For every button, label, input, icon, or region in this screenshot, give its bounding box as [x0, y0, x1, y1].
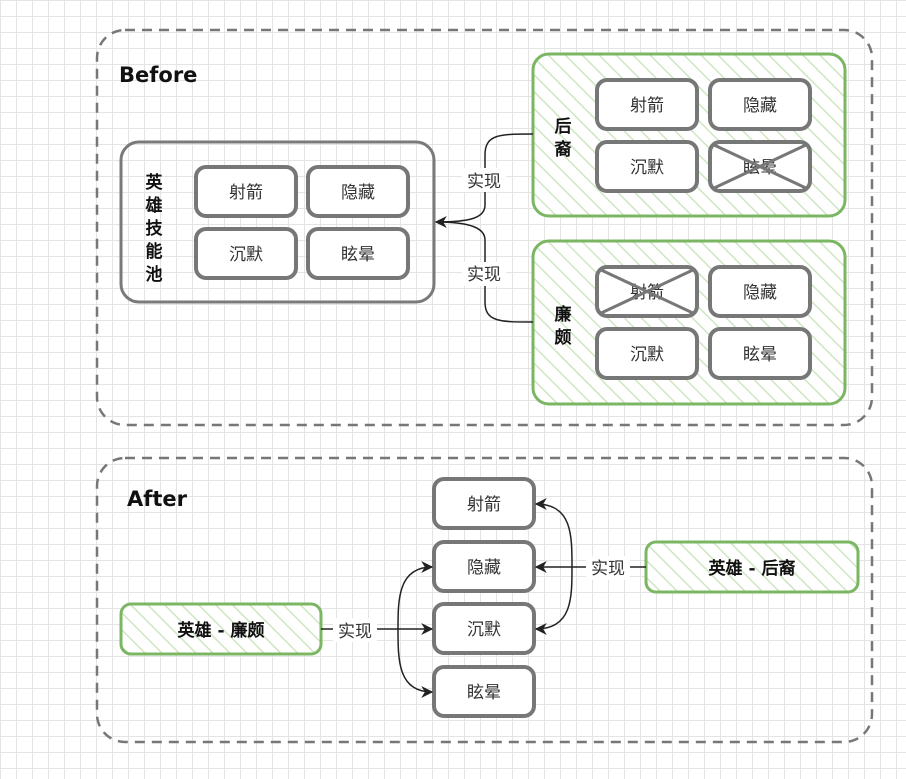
- skill-label: 沉默: [630, 345, 664, 365]
- implements-connector-bottom: [435, 221, 534, 323]
- hero-skill-pool-label: 英: [146, 172, 164, 193]
- skill-label: 沉默: [229, 245, 263, 265]
- implements-label-left: 实现: [338, 622, 372, 642]
- hero-skill-pool-label: 能: [146, 241, 163, 262]
- connector-houyi-silence: [534, 566, 573, 635]
- hero-houyi-before: 后 裔 射箭 隐藏 沉默 眩晕: [531, 52, 847, 218]
- skill-label: 射箭: [229, 183, 263, 203]
- skill-box-stealth: [306, 165, 410, 218]
- skill-label: 隐藏: [743, 96, 777, 116]
- cross-out-mark: [711, 142, 809, 191]
- hero-skill-pool-label: 技: [146, 218, 164, 239]
- implements-label-bottom: 实现: [467, 265, 501, 285]
- hero-skill-pool: 英 雄 技 能 池 射箭 隐藏 沉默 眩晕: [119, 140, 436, 304]
- skill-box-silence: [432, 602, 536, 655]
- before-label: Before: [119, 63, 197, 87]
- hero-lianpo-label: 英雄 - 廉颇: [178, 620, 265, 641]
- skill-box-archery: [432, 477, 536, 530]
- lianpo-label: 廉: [555, 304, 572, 325]
- implements-connector-top: [434, 133, 534, 228]
- hero-skill-pool-label: 雄: [145, 195, 163, 216]
- skill-label: 沉默: [630, 158, 664, 178]
- implements-label-top: 实现: [467, 172, 501, 192]
- connector-houyi-archery: [534, 498, 573, 568]
- skill-box-silence: [595, 327, 699, 380]
- skill-box-archery: [194, 165, 298, 218]
- skill-label: 眩晕: [467, 683, 501, 703]
- houyi-label: 裔: [554, 139, 572, 160]
- hero-skill-pool-box: [119, 140, 436, 304]
- hero-lianpo-before: 廉 颇 射箭 隐藏 沉默 眩晕: [531, 239, 847, 406]
- before-section: Before 英 雄 技 能 池 射箭 隐藏 沉默 眩晕 后 裔 射箭 隐: [95, 28, 874, 427]
- connector-lianpo-stealth: [397, 561, 434, 630]
- skill-box-stealth: [708, 78, 812, 131]
- skill-box-stealth: [708, 265, 812, 318]
- skill-label: 隐藏: [341, 183, 375, 203]
- skill-box-stealth: [432, 540, 536, 593]
- houyi-label: 后: [555, 117, 572, 137]
- skill-label: 沉默: [467, 620, 501, 640]
- implements-label-bg: [462, 168, 506, 192]
- implements-label-right: 实现: [591, 559, 625, 579]
- skill-box-stun: [306, 227, 410, 280]
- after-section: After 射箭 隐藏 沉默 眩晕 英雄 - 廉颇 英雄 - 后裔 实现 实现: [95, 456, 874, 744]
- lianpo-label: 颇: [555, 327, 572, 348]
- after-section-border: [95, 456, 874, 744]
- implements-label-bg: [462, 262, 506, 286]
- skill-box-archery: [595, 78, 699, 131]
- skill-label: 隐藏: [743, 283, 777, 303]
- skill-box-silence: [194, 227, 298, 280]
- skill-label: 眩晕: [341, 245, 375, 265]
- cross-out-mark: [598, 267, 696, 316]
- skill-label: 隐藏: [467, 558, 501, 578]
- implements-label-bg: [333, 618, 377, 642]
- skill-label: 射箭: [467, 495, 501, 515]
- hero-skill-pool-label: 池: [146, 264, 163, 285]
- after-label: After: [127, 487, 188, 511]
- before-section-border: [95, 28, 874, 427]
- skill-box-silence: [595, 140, 699, 193]
- skill-box-stun: [708, 327, 812, 380]
- implements-label-bg: [586, 556, 630, 580]
- hero-houyi-label: 英雄 - 后裔: [709, 558, 796, 579]
- skill-label: 眩晕: [743, 345, 777, 365]
- connector-lianpo-stun: [397, 628, 434, 698]
- skill-label: 射箭: [630, 96, 664, 116]
- skill-box-stun: [432, 665, 536, 718]
